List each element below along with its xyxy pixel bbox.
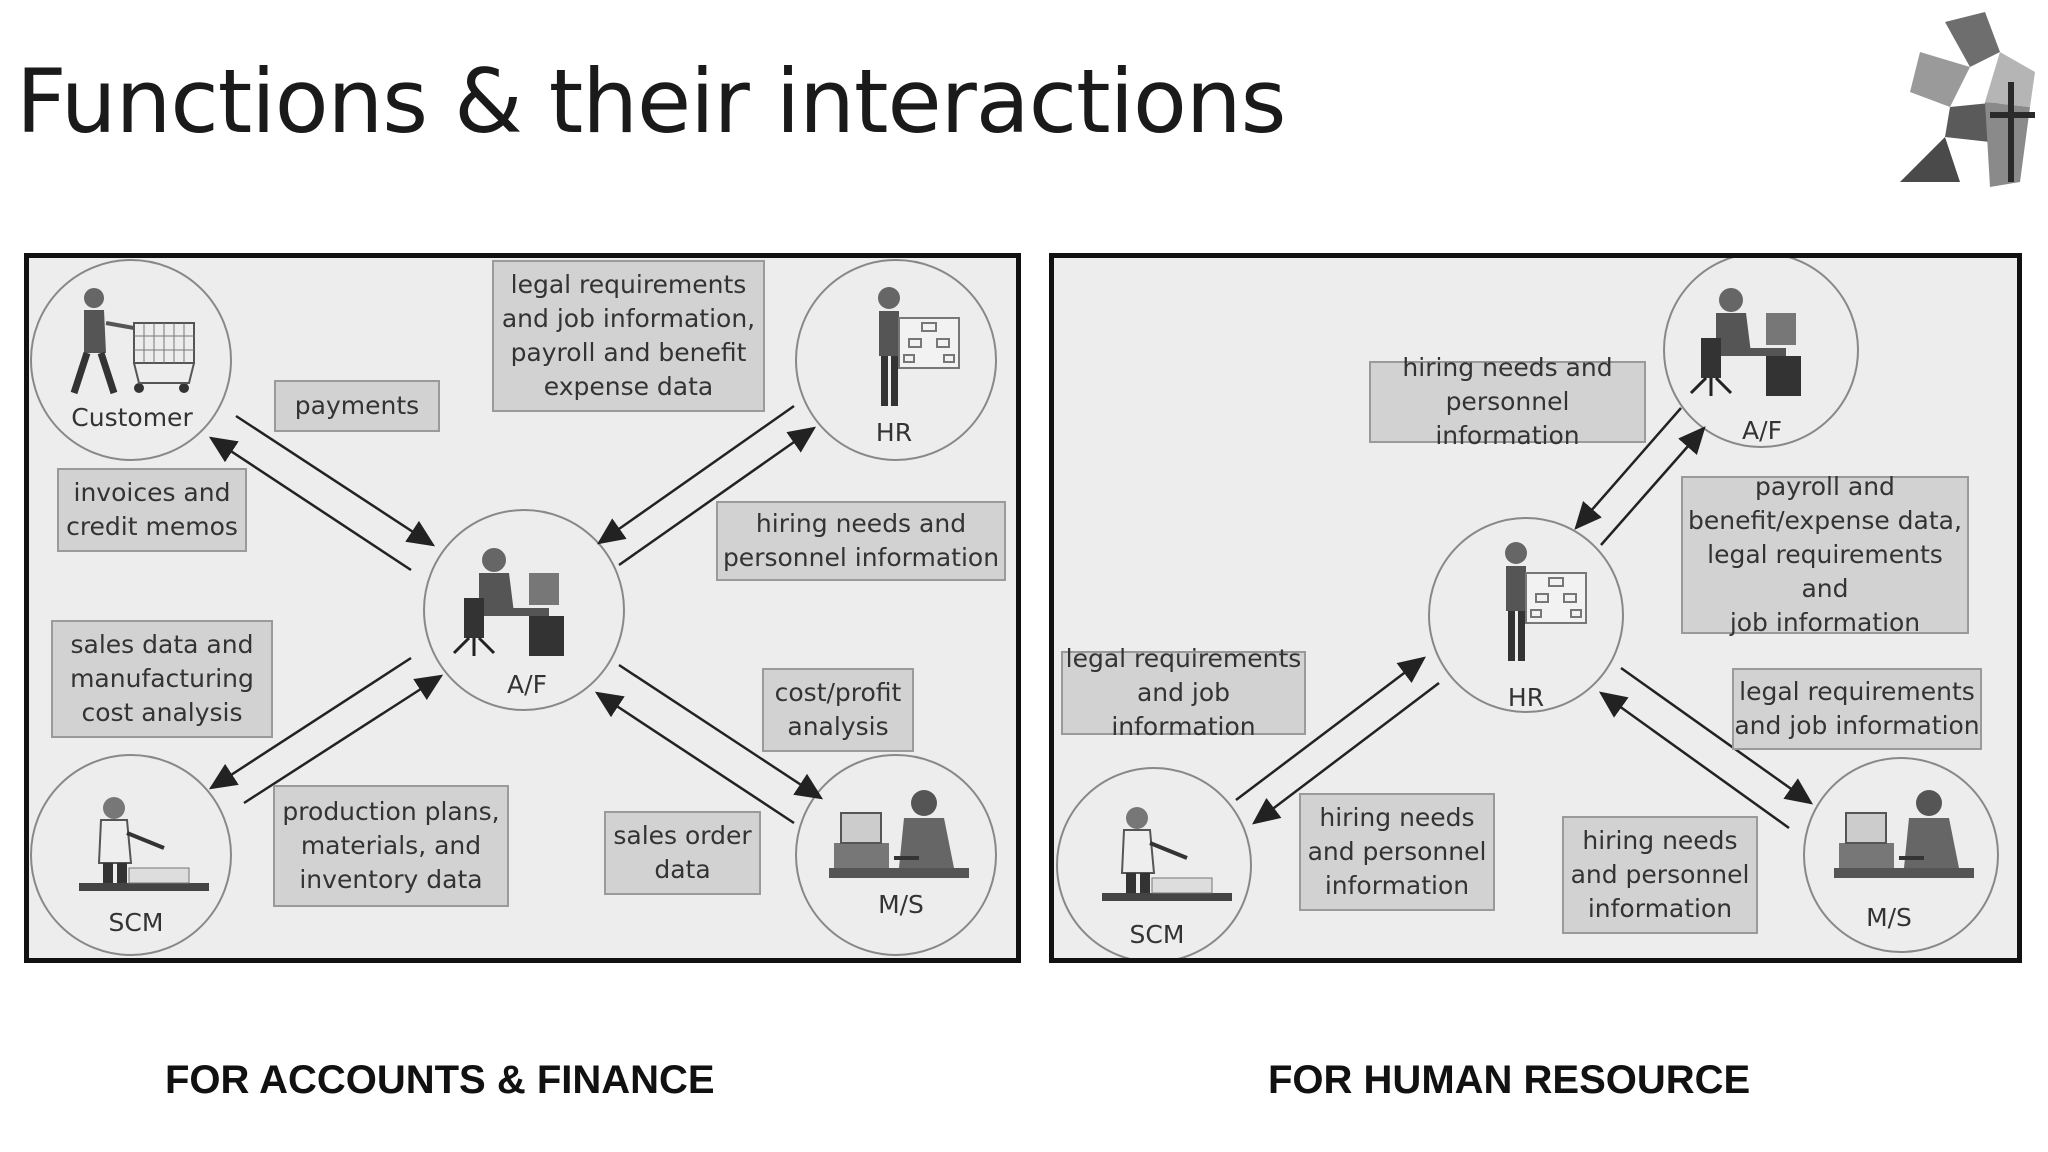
arrow xyxy=(594,691,795,825)
ms-node xyxy=(1803,757,1999,953)
label-invoices: invoices and credit memos xyxy=(57,468,247,552)
accounts-finance-diagram: Customer HR A/F SCM M/S payments legal r… xyxy=(24,253,1021,963)
caption-accounts-finance: FOR ACCOUNTS & FINANCE xyxy=(165,1058,715,1102)
label-production-plans: production plans, materials, and invento… xyxy=(273,785,509,907)
human-resource-diagram: A/F HR SCM M/S hiring needs and personne… xyxy=(1049,253,2022,963)
arrow xyxy=(1598,691,1790,830)
label-legal-right: legal requirements and job information xyxy=(1732,668,1982,750)
arrow xyxy=(1620,666,1814,805)
node-label-af: A/F xyxy=(507,670,547,699)
arrow xyxy=(618,663,824,800)
node-label-scm: SCM xyxy=(1129,920,1185,949)
label-legal-requirements: legal requirements and job information, … xyxy=(492,260,765,412)
label-payments: payments xyxy=(274,380,440,432)
node-label-hr: HR xyxy=(1507,683,1545,712)
arrow xyxy=(618,426,817,567)
node-label-ms: M/S xyxy=(1866,903,1912,932)
arrow xyxy=(208,656,412,790)
arrow xyxy=(596,404,795,545)
node-label-scm: SCM xyxy=(108,908,164,937)
arrow xyxy=(208,436,412,572)
ms-node xyxy=(795,754,997,956)
label-legal-left: legal requirements and job information xyxy=(1061,644,1306,741)
caption-human-resource: FOR HUMAN RESOURCE xyxy=(1268,1058,1751,1102)
arrow xyxy=(1235,656,1426,801)
arrow xyxy=(1600,426,1706,546)
label-sales-data: sales data and manufacturing cost analys… xyxy=(51,620,273,738)
arrow xyxy=(1574,407,1682,530)
label-cost-profit: cost/profit analysis xyxy=(762,668,914,752)
label-hiring-bottom-left: hiring needs and personnel information xyxy=(1299,793,1495,911)
customer-node xyxy=(30,259,232,461)
node-label-af: A/F xyxy=(1742,416,1782,445)
label-payroll: payroll and benefit/expense data, legal … xyxy=(1681,472,1969,637)
logo-icon xyxy=(1900,12,2035,187)
label-hiring-bottom-right: hiring needs and personnel information xyxy=(1562,816,1758,934)
label-sales-order: sales order data xyxy=(604,811,761,895)
node-label-customer: Customer xyxy=(71,403,193,432)
node-label-ms: M/S xyxy=(878,890,924,919)
label-hiring-needs-top: hiring needs and personnel information xyxy=(1369,353,1646,450)
arrow xyxy=(243,674,444,805)
page-title: Functions & their interactions xyxy=(16,50,1287,153)
arrow xyxy=(1252,682,1440,825)
label-hiring-needs: hiring needs and personnel information xyxy=(716,501,1006,581)
arrow xyxy=(235,414,436,547)
node-label-hr: HR xyxy=(875,418,913,447)
